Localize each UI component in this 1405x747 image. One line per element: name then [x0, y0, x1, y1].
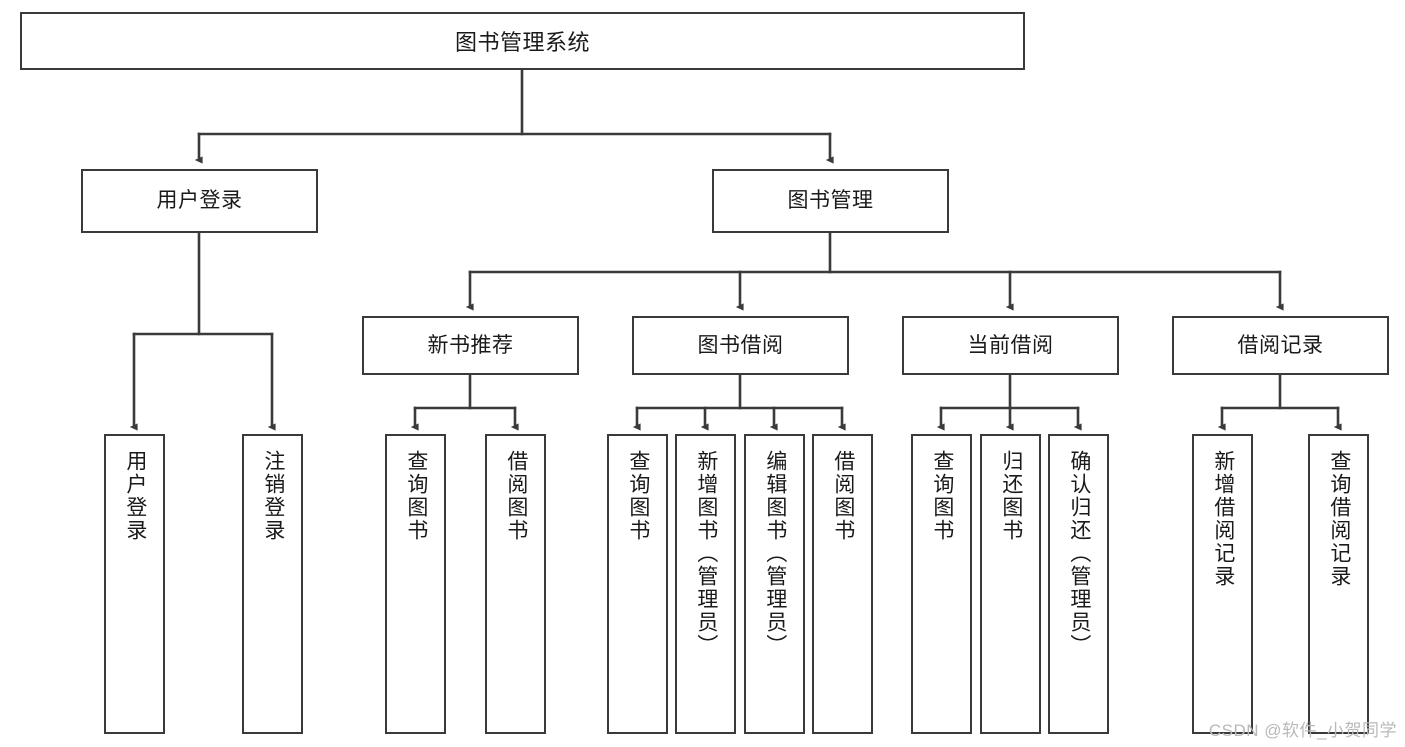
leaf-new-book-query[interactable]: 查询图书 — [385, 434, 446, 734]
node-label: 编辑图书（管理员） — [763, 450, 787, 657]
node-label: 用户登录 — [123, 450, 147, 542]
leaf-borrow-edit-book-admin[interactable]: 编辑图书（管理员） — [744, 434, 805, 734]
node-label: 借阅图书 — [831, 450, 855, 542]
leaf-current-query-book[interactable]: 查询图书 — [911, 434, 972, 734]
leaf-borrow-query-book[interactable]: 查询图书 — [607, 434, 668, 734]
leaf-current-confirm-return-admin[interactable]: 确认归还（管理员） — [1048, 434, 1109, 734]
node-label: 当前借阅 — [967, 333, 1054, 357]
node-label: 借阅记录 — [1237, 333, 1324, 357]
node-label: 图书管理 — [787, 189, 874, 213]
leaf-record-query-record[interactable]: 查询借阅记录 — [1308, 434, 1369, 734]
leaf-borrow-borrow-book[interactable]: 借阅图书 — [812, 434, 873, 734]
node-label: 图书借阅 — [697, 333, 784, 357]
node-borrow-record[interactable]: 借阅记录 — [1172, 316, 1389, 375]
node-label: 归还图书 — [999, 450, 1023, 542]
node-current-borrow[interactable]: 当前借阅 — [902, 316, 1119, 375]
node-label: 查询图书 — [404, 450, 428, 542]
node-user-login[interactable]: 用户登录 — [81, 169, 318, 233]
node-label: 查询图书 — [930, 450, 954, 542]
node-book-borrow[interactable]: 图书借阅 — [632, 316, 849, 375]
leaf-record-add-record[interactable]: 新增借阅记录 — [1192, 434, 1253, 734]
node-label: 查询借阅记录 — [1327, 450, 1351, 588]
watermark-text: CSDN @软件_小贺同学 — [1208, 721, 1397, 740]
node-label: 新增借阅记录 — [1211, 450, 1235, 588]
node-label: 借阅图书 — [504, 450, 528, 542]
node-root-library-system[interactable]: 图书管理系统 — [20, 12, 1025, 70]
node-new-book-recommend[interactable]: 新书推荐 — [362, 316, 579, 375]
node-label: 图书管理系统 — [454, 30, 590, 55]
node-label: 注销登录 — [261, 450, 285, 542]
node-label: 用户登录 — [156, 189, 243, 213]
node-label: 新增图书（管理员） — [694, 450, 718, 657]
leaf-user-login-login[interactable]: 用户登录 — [104, 434, 165, 734]
leaf-user-login-logout[interactable]: 注销登录 — [242, 434, 303, 734]
node-label: 确认归还（管理员） — [1067, 450, 1091, 657]
leaf-borrow-add-book-admin[interactable]: 新增图书（管理员） — [675, 434, 736, 734]
leaf-new-book-borrow[interactable]: 借阅图书 — [485, 434, 546, 734]
node-book-management[interactable]: 图书管理 — [712, 169, 949, 233]
node-label: 新书推荐 — [427, 333, 514, 357]
node-label: 查询图书 — [626, 450, 650, 542]
leaf-current-return-book[interactable]: 归还图书 — [980, 434, 1041, 734]
